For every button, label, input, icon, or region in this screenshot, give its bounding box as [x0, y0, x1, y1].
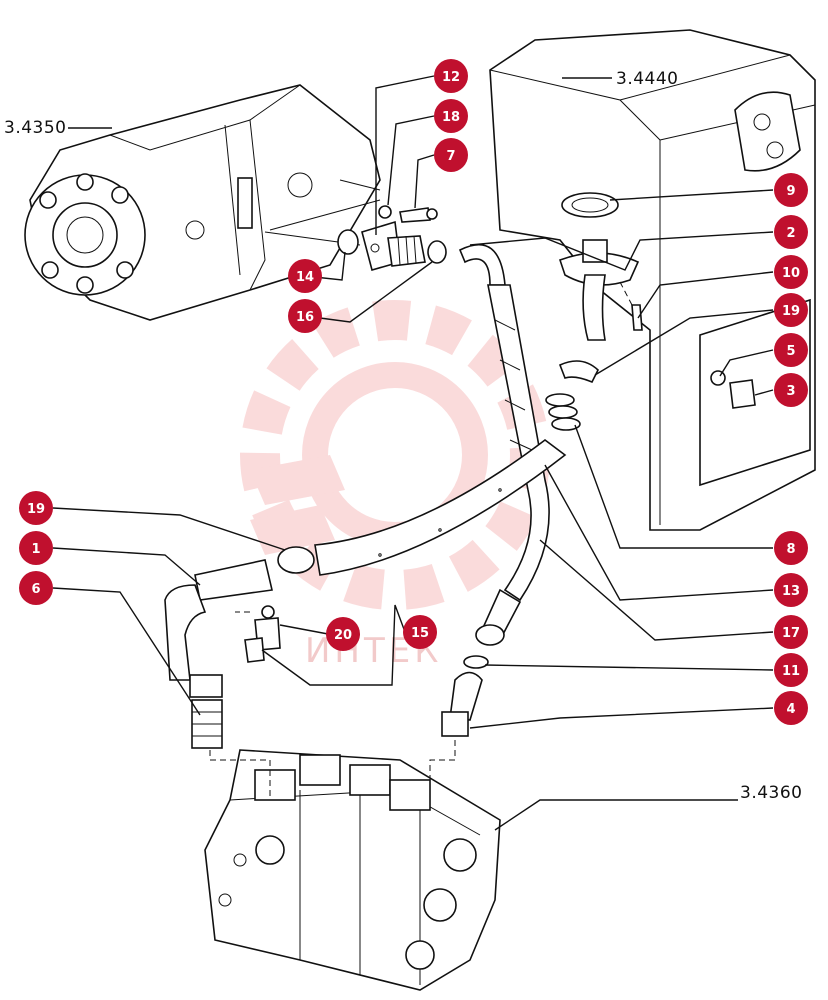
svg-text:3: 3	[786, 384, 795, 399]
svg-text:7: 7	[446, 149, 455, 164]
pump-fitting-parts	[337, 205, 447, 271]
callout-16: 16	[288, 299, 322, 333]
svg-text:18: 18	[442, 110, 460, 125]
callout-19-left: 19	[19, 491, 53, 525]
callout-4: 4	[774, 691, 808, 725]
svg-text:6: 6	[31, 582, 40, 597]
assembly-dashed-lines	[209, 281, 633, 800]
svg-text:16: 16	[296, 310, 314, 325]
svg-text:9: 9	[786, 184, 795, 199]
callout-12: 12	[434, 59, 468, 93]
svg-text:14: 14	[296, 270, 314, 285]
callout-17: 17	[774, 615, 808, 649]
callout-1: 1	[19, 531, 53, 565]
callout-15: 15	[403, 615, 437, 649]
callout-11: 11	[774, 653, 808, 687]
callout-10: 10	[774, 255, 808, 289]
callout-14: 14	[288, 259, 322, 293]
callout-7: 7	[434, 138, 468, 172]
pump-ref-label: 3.4350	[4, 118, 66, 138]
callout-2: 2	[774, 215, 808, 249]
callout-20: 20	[326, 617, 360, 651]
valve-ref-leader	[494, 799, 738, 831]
callout-leaders	[52, 75, 774, 729]
hydraulic-pump	[24, 84, 381, 321]
tank-ref-label: 3.4440	[616, 69, 678, 89]
svg-text:20: 20	[334, 628, 352, 643]
svg-text:1: 1	[31, 542, 40, 557]
svg-text:8: 8	[786, 542, 795, 557]
svg-text:19: 19	[27, 502, 45, 517]
svg-text:15: 15	[411, 626, 429, 641]
valve-ref-label: 3.4360	[740, 783, 802, 803]
callout-3: 3	[774, 373, 808, 407]
callout-18: 18	[434, 99, 468, 133]
callout-5: 5	[774, 333, 808, 367]
left-fitting-group	[164, 546, 315, 749]
tank-fitting-parts	[558, 192, 756, 409]
callout-9: 9	[774, 173, 808, 207]
svg-text:5: 5	[786, 344, 795, 359]
svg-text:10: 10	[782, 266, 800, 281]
control-valve	[204, 749, 501, 991]
svg-text:4: 4	[786, 702, 795, 717]
callout-19-right: 19	[774, 293, 808, 327]
svg-text:12: 12	[442, 70, 460, 85]
callout-13: 13	[774, 573, 808, 607]
svg-text:2: 2	[786, 226, 795, 241]
svg-text:11: 11	[782, 664, 800, 679]
svg-text:19: 19	[782, 304, 800, 319]
callout-6: 6	[19, 571, 53, 605]
hose-assembly	[314, 243, 581, 737]
callout-badges: 12 18 7 14 16 9 2 10 19 5 3 8 13 17 11 4…	[19, 59, 808, 725]
svg-text:17: 17	[782, 626, 800, 641]
callout-8: 8	[774, 531, 808, 565]
svg-text:13: 13	[782, 584, 800, 599]
